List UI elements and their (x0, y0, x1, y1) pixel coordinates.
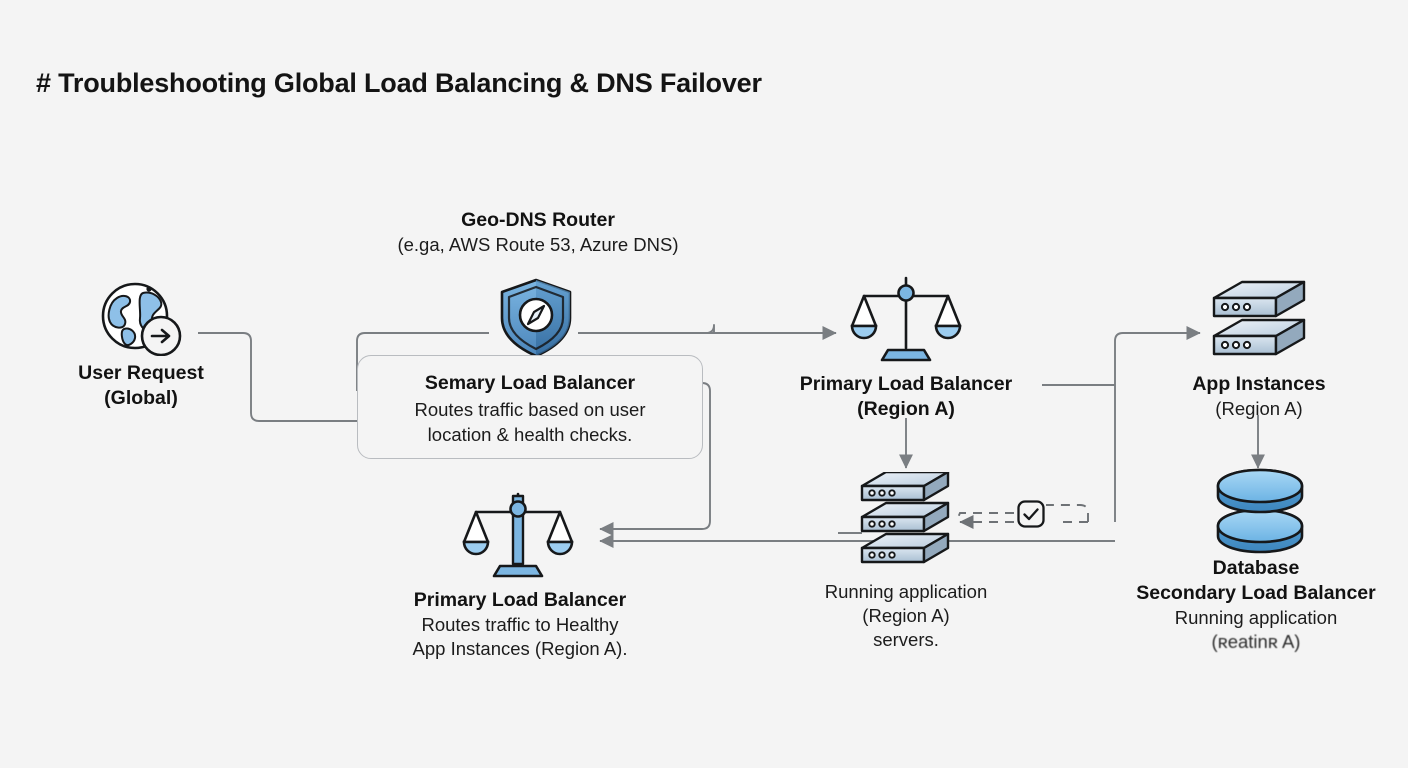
node-primary-load-balancer-healthy[interactable]: Primary Load Balancer Routes traffic to … (380, 588, 660, 661)
node-title: User Request (78, 362, 204, 384)
panel-body-line-2: location & health checks. (427, 423, 633, 445)
server-stack-triple-icon (856, 470, 956, 577)
node-body-line-2: (ʀeatinʀ A) (1211, 630, 1301, 652)
node-subtitle: (e.ga, AWS Route 53, Azure DNS) (397, 233, 679, 255)
node-title-line-1: Database (1212, 557, 1300, 579)
checkbox-checked-icon (1016, 499, 1046, 534)
node-body-line-1: Running application (824, 581, 988, 602)
node-database-secondary-load-balancer[interactable]: Database Secondary Load Balancer Running… (1098, 556, 1408, 654)
balance-scale-icon (462, 488, 574, 585)
server-stack-icon-wrap (1206, 274, 1312, 371)
panel-body-line-1: Routes traffic based on user (414, 399, 646, 421)
node-title: Primary Load Balancer (413, 589, 627, 611)
node-body-line-2: App Instances (Region A). (412, 637, 628, 659)
globe-arrow-icon (46, 278, 236, 361)
balance-scale-icon-wrap-healthy (462, 488, 574, 585)
node-body-line-2: (Region A) (862, 605, 950, 627)
balance-scale-icon-wrap-primary (850, 272, 962, 369)
node-title-line-2: Secondary Load Balancer (1136, 581, 1376, 604)
balance-scale-icon (850, 272, 962, 369)
node-body-line-1: Running application (1174, 606, 1338, 628)
node-running-application-servers[interactable]: Running application (Region A) servers. (782, 580, 1030, 652)
server-stack-triple-icon-wrap (856, 470, 956, 577)
panel-title: Semary Load Balancer (424, 372, 636, 394)
shield-compass-icon-wrap (494, 276, 578, 365)
database-icon (1212, 468, 1308, 559)
node-body-line-1: Routes traffic to Healthy (421, 613, 619, 635)
node-body-line-3: servers. (873, 629, 939, 651)
node-app-instances-region-a[interactable]: App Instances (Region A) (1150, 372, 1368, 421)
node-subtitle: (Region A) (857, 397, 955, 420)
node-primary-load-balancer-region-a[interactable]: Primary Load Balancer (Region A) (780, 372, 1032, 422)
health-check-badge[interactable] (1016, 499, 1046, 534)
database-icon-wrap (1212, 468, 1308, 559)
node-title: Geo-DNS Router (461, 209, 615, 231)
shield-compass-icon (494, 276, 578, 365)
node-subtitle: (Region A) (1215, 397, 1303, 419)
panel-semary-load-balancer[interactable]: Semary Load Balancer Routes traffic base… (357, 355, 703, 459)
node-title: Primary Load Balancer (799, 373, 1013, 395)
page-title: # Troubleshooting Global Load Balancing … (36, 68, 762, 98)
node-user-request[interactable]: User Request (Global) (46, 278, 236, 411)
node-geo-dns-router[interactable]: Geo-DNS Router (e.ga, AWS Route 53, Azur… (338, 208, 738, 257)
node-title: App Instances (1192, 373, 1326, 395)
node-subtitle: (Global) (104, 386, 178, 409)
server-stack-icon (1206, 274, 1312, 371)
